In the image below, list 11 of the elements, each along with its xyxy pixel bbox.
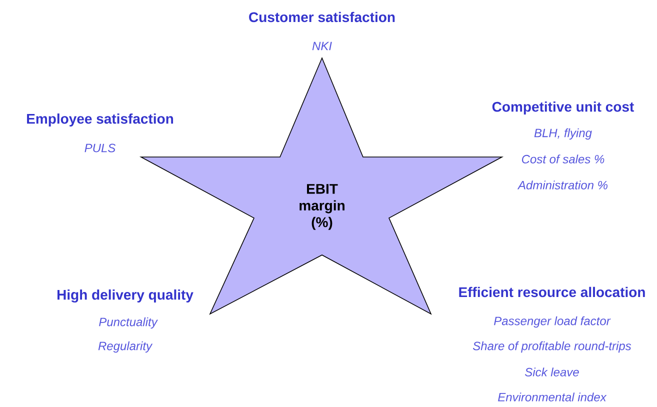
metric-text: Punctuality [99, 317, 158, 329]
metric-text: BLH, flying [534, 128, 592, 140]
metric-text: Regularity [98, 341, 153, 353]
metric-text: Sick leave [525, 368, 579, 376]
metric-text: Environmental index [498, 392, 607, 402]
metric-text: Share of profitable round-trips [472, 341, 632, 353]
metric-text: Passenger load factor [494, 316, 611, 328]
metric-text: Cost of sales % [522, 154, 604, 164]
goal-heading: Customer satisfaction [249, 12, 395, 22]
metric-text: Administration % [517, 180, 608, 190]
metric-text: PULS [84, 144, 116, 152]
